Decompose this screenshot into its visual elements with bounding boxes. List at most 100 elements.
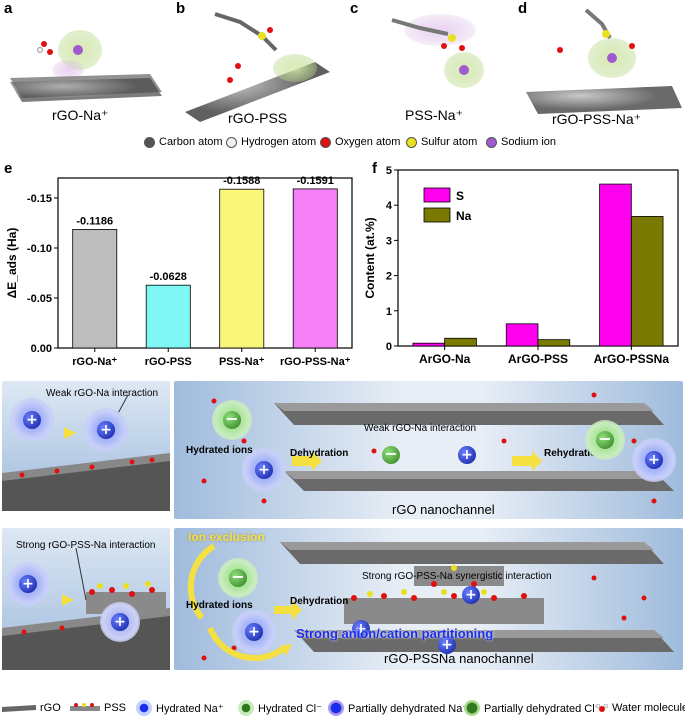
sulfur-icon: [406, 136, 417, 148]
na-plus-icon: +: [458, 446, 476, 464]
panel-j-dehydration: Dehydration: [290, 596, 349, 607]
chart-f-legend-label: Na: [456, 209, 472, 223]
chart-e-ytick-label: -0.10: [27, 243, 52, 255]
panel-h-rehydration: Rehydration: [544, 448, 603, 459]
panel-j-interaction: Strong rGO-PSS-Na synergistic interactio…: [362, 571, 552, 582]
chart-f-legend-swatch: [423, 187, 451, 203]
atom-legend-sulfur: Sulfur atom: [406, 136, 477, 148]
chart-f-xtick-label: ArGO-PSS: [508, 352, 568, 366]
chart-e-bar: [219, 188, 265, 349]
panel-j-channel-label: rGO-PSSNa nanochannel: [384, 651, 534, 666]
chart-e-xtick-label: rGO-PSS: [145, 356, 192, 368]
chart-f-xtick-label: ArGO-Na: [419, 352, 471, 366]
chart-e-data-label: -0.1588: [223, 175, 260, 187]
chart-e-data-label: -0.0628: [150, 271, 187, 283]
chart-f-bar-s: [505, 323, 539, 347]
panel-label-b: b: [176, 0, 186, 17]
chart-e: 0.00-0.05-0.10-0.15-0.1186rGO-Na⁺-0.0628…: [5, 175, 353, 368]
panel-g-label: Weak rGO-Na interaction: [46, 388, 159, 399]
chart-f-bar-s: [599, 183, 632, 347]
legend-partial-na: Partially dehydrated Na⁺: [328, 700, 468, 716]
structure-b: [185, 12, 330, 122]
atom-legend-sodium: Sodium ion: [486, 136, 556, 148]
atom-legend-oxygen: Oxygen atom: [320, 136, 400, 148]
na-plus-icon: +: [19, 575, 37, 593]
caption-c: PSS-Na⁺: [405, 107, 463, 123]
chart-f-bar-na: [537, 339, 571, 347]
panel-h-dehydration: Dehydration: [290, 448, 349, 459]
chart-f-ylabel: Content (at.%): [363, 217, 377, 298]
chart-f-ytick-label: 3: [386, 235, 392, 247]
atom-legend-carbon: Carbon atom: [144, 136, 223, 148]
panel-j-hydrated: Hydrated ions: [186, 600, 253, 611]
cl-minus-icon: −: [223, 411, 241, 429]
caption-a: rGO-Na⁺: [52, 107, 109, 123]
chart-f-bar-na: [630, 216, 664, 347]
bottom-legend: rGO PSS Hydrated Na⁺ Hydrated Cl⁻ Partia…: [0, 696, 685, 722]
water-icon: [596, 703, 608, 712]
panel-label-f: f: [372, 160, 377, 177]
na-plus-icon: +: [352, 620, 370, 638]
hydrated-na-icon: [136, 700, 152, 716]
chart-f-ytick-label: 5: [386, 165, 392, 177]
na-plus-icon: +: [23, 411, 41, 429]
chart-f-xtick-label: ArGO-PSSNa: [594, 352, 670, 366]
caption-d: rGO-PSS-Na⁺: [552, 111, 642, 127]
rgo-sheet-icon: [2, 705, 36, 712]
panel-j-exclusion: Ion exclusion: [188, 530, 265, 544]
panel-label-d: d: [518, 0, 528, 17]
na-plus-icon: +: [245, 623, 263, 641]
panel-j-partitioning: Strong anion/cation partitioning: [296, 626, 494, 641]
cl-minus-icon: −: [596, 431, 614, 449]
panel-i-label: Strong rGO-PSS-Na interaction: [16, 540, 156, 551]
chart-f-ytick-label: 1: [386, 306, 392, 318]
chart-f-legend-label: S: [456, 189, 464, 203]
sodium-icon: [486, 136, 497, 148]
chart-f-ytick-label: 0: [386, 341, 392, 353]
hydrated-cl-icon: [238, 700, 254, 716]
structure-c: [391, 14, 484, 88]
chart-e-ytick-label: -0.05: [27, 293, 52, 305]
hydrogen-icon: [226, 136, 237, 148]
chart-e-bar: [292, 188, 338, 349]
chart-e-xtick-label: PSS-Na⁺: [219, 356, 265, 368]
legend-partial-cl: Partially dehydrated Cl⁻: [464, 700, 600, 716]
structure-d: [526, 8, 682, 114]
na-plus-icon: +: [462, 586, 480, 604]
chart-e-bar: [145, 284, 191, 349]
legend-rgo: rGO: [2, 702, 61, 714]
cl-minus-icon: −: [229, 569, 247, 587]
panel-h-channel-label: rGO nanochannel: [392, 502, 495, 517]
panel-h-channel: [201, 392, 674, 504]
chart-f-ytick-label: 4: [386, 200, 393, 212]
chart-f-bar-na: [444, 337, 477, 347]
chart-e-xtick-label: rGO-PSS-Na⁺: [280, 356, 351, 368]
na-plus-icon: +: [97, 421, 115, 439]
na-plus-icon: +: [111, 613, 129, 631]
chart-f-bar-s: [412, 342, 446, 347]
chart-f-ytick-label: 2: [386, 271, 392, 283]
partial-na-icon: [328, 700, 344, 716]
panel-h-interaction: Weak rGO-Na interaction: [364, 423, 477, 434]
panel-label-a: a: [4, 0, 13, 17]
oxygen-icon: [320, 136, 331, 148]
chart-e-data-label: -0.1591: [297, 175, 334, 187]
molecular-structures: [10, 8, 682, 122]
na-plus-icon: +: [645, 451, 663, 469]
legend-pss: PSS: [70, 702, 126, 714]
na-plus-icon: +: [255, 461, 273, 479]
legend-hydrated-na: Hydrated Na⁺: [136, 700, 224, 716]
legend-hydrated-cl: Hydrated Cl⁻: [238, 700, 322, 716]
chart-e-frame: [57, 177, 353, 349]
caption-b: rGO-PSS: [228, 110, 288, 126]
cl-minus-icon: −: [382, 446, 400, 464]
carbon-icon: [144, 136, 155, 148]
chart-e-ytick-label: 0.00: [31, 343, 52, 355]
panel-label-e: e: [4, 160, 13, 177]
panel-label-c: c: [350, 0, 359, 17]
partial-cl-icon: [464, 700, 480, 716]
atom-legend-hydrogen: Hydrogen atom: [226, 136, 316, 148]
chart-e-ylabel: ΔE_ads (Ha): [5, 228, 19, 299]
structure-a: [10, 30, 162, 102]
